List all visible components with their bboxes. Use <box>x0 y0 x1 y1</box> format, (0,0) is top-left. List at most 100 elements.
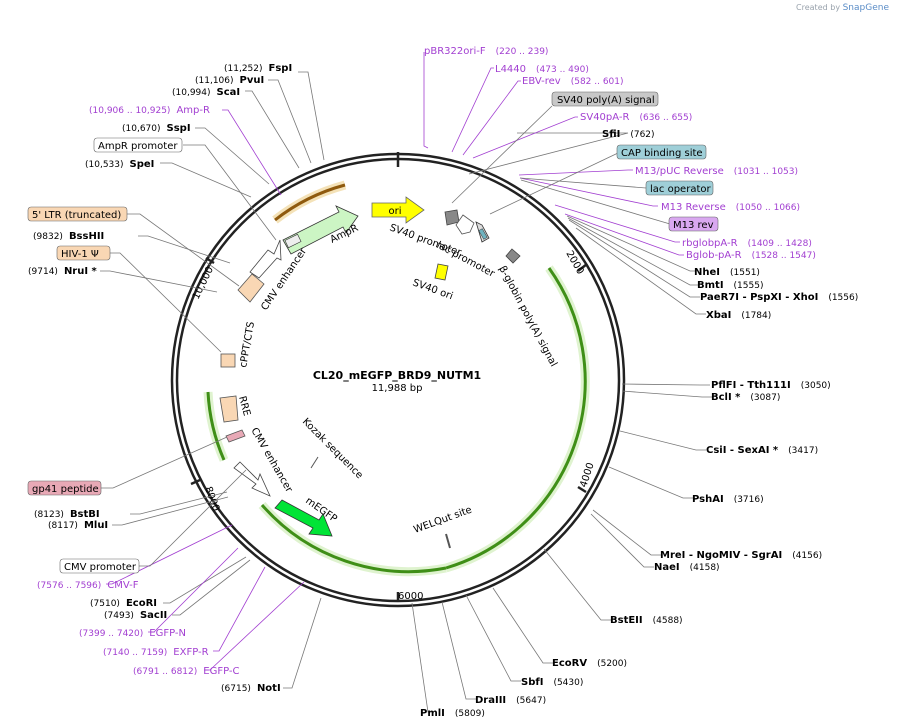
site-paer7i[interactable]: PaeR7I - PspXI - XhoI(1556) <box>700 292 858 303</box>
tick-label-6000: 6000 <box>398 591 423 602</box>
boxed-label-text: CMV promoter <box>64 562 137 573</box>
primer-egfp-n[interactable]: (7399 .. 7420)EGFP-N <box>79 628 186 639</box>
svg-text:(9832)BssHII: (9832)BssHII <box>33 231 104 242</box>
cmv-enhancer-top-arrow[interactable] <box>249 239 282 279</box>
svg-text:PflFI - Tth111I(3050): PflFI - Tth111I(3050) <box>711 380 831 391</box>
feature-5ltr[interactable] <box>237 273 265 303</box>
sv40-ori-box[interactable] <box>434 263 449 281</box>
primer-amp-r[interactable]: (10,906 .. 10,925)Amp-R <box>89 105 210 116</box>
megfp-arrow[interactable] <box>274 499 333 537</box>
feature-sv40-ori[interactable]: SV40 ori <box>411 263 454 302</box>
primer-l4440[interactable]: L4440(473 .. 490) <box>495 64 589 75</box>
boxed-label-gp41[interactable]: gp41 peptide <box>27 480 102 496</box>
boxed-label-cmv-promoter[interactable]: CMV promoter <box>59 558 140 574</box>
feature-rre[interactable]: RRE <box>219 395 252 423</box>
boxed-label-sv40-polya[interactable]: SV40 poly(A) signal <box>551 91 659 107</box>
svg-text:(7493)SacII: (7493)SacII <box>104 610 167 621</box>
site-mrei[interactable]: MreI - NgoMIV - SgrAI(4156) <box>660 550 822 561</box>
site-bcli[interactable]: BclI *(3087) <box>711 392 780 403</box>
site-scai[interactable]: (10,994)ScaI <box>172 87 240 98</box>
svg-text:(7510)EcoRI: (7510)EcoRI <box>90 598 157 609</box>
primer-pbr322ori-f[interactable]: pBR322ori-F(220 .. 239) <box>424 46 548 57</box>
feature-gp41[interactable] <box>225 429 246 443</box>
ori-label: ori <box>388 206 401 217</box>
primer-bglob-pa-r[interactable]: Bglob-pA-R(1528 .. 1547) <box>686 250 816 261</box>
site-draiii[interactable]: DraIII(5647) <box>475 695 546 706</box>
site-fspi[interactable]: (11,252)FspI <box>224 63 292 74</box>
feature-beta-globin[interactable]: β-globin poly(A) signal <box>496 248 559 369</box>
ampr-arrow[interactable] <box>282 205 359 255</box>
site-naei[interactable]: NaeI(4158) <box>654 562 720 573</box>
feature-cppt[interactable]: cPPT/CTS <box>220 321 257 369</box>
credit-prefix: Created by <box>796 3 841 12</box>
primer-ebv-rev[interactable]: EBV-rev(582 .. 601) <box>522 76 624 87</box>
sv40-ori-label: SV40 ori <box>411 277 454 302</box>
beta-globin-box[interactable] <box>505 248 521 264</box>
site-sspi[interactable]: (10,670)SspI <box>122 123 191 134</box>
svg-text:(7140 .. 7159)EXFP-R: (7140 .. 7159)EXFP-R <box>103 647 209 658</box>
site-pshai[interactable]: PshAI(3716) <box>692 494 764 505</box>
svg-text:PmlI(5809): PmlI(5809) <box>420 708 485 719</box>
site-mlui[interactable]: (8117)MluI <box>48 520 108 531</box>
snapgene-credit: Created by SnapGene <box>796 3 889 13</box>
site-pflfi[interactable]: PflFI - Tth111I(3050) <box>711 380 831 391</box>
cap-site-mark[interactable] <box>478 228 488 240</box>
ampr-promoter-mark[interactable] <box>284 233 302 249</box>
site-bsteii[interactable]: BstEII(4588) <box>610 615 683 626</box>
boxed-label-5ltr[interactable]: 5' LTR (truncated) <box>27 206 128 222</box>
cppt-box[interactable] <box>220 353 236 368</box>
site-ecorv[interactable]: EcoRV(5200) <box>552 658 627 669</box>
gp41-box[interactable] <box>225 429 246 443</box>
boxed-label-lac-operator[interactable]: lac operator <box>645 180 714 196</box>
cmv-enhancer-bottom-arrow[interactable] <box>233 461 271 497</box>
primer-sv40pa-r[interactable]: SV40pA-R(636 .. 655) <box>580 112 692 123</box>
primer-cmv-f[interactable]: (7576 .. 7596)CMV-F <box>37 580 139 591</box>
sv40-promoter-arrow[interactable] <box>455 214 475 235</box>
site-csii[interactable]: CsiI - SexAI *(3417) <box>706 445 818 456</box>
site-bsshii[interactable]: (9832)BssHII <box>33 231 104 242</box>
ori-arrow[interactable] <box>371 196 425 224</box>
rre-box[interactable] <box>219 395 239 423</box>
svg-text:Bglob-pA-R(1528 .. 1547): Bglob-pA-R(1528 .. 1547) <box>686 250 816 261</box>
site-spei[interactable]: (10,533)SpeI <box>85 159 154 170</box>
site-nrui[interactable]: (9714)NruI * <box>28 266 98 277</box>
feature-ori[interactable]: ori <box>371 196 425 224</box>
svg-text:SV40pA-R(636 .. 655): SV40pA-R(636 .. 655) <box>580 112 692 123</box>
primer-m13-puc-reverse[interactable]: M13/pUC Reverse(1031 .. 1053) <box>635 166 798 177</box>
boxed-label-cap-site[interactable]: CAP binding site <box>616 144 707 160</box>
boxed-label-text: 5' LTR (truncated) <box>32 210 121 221</box>
site-bmti[interactable]: BmtI(1555) <box>697 280 763 291</box>
site-ecori[interactable]: (7510)EcoRI <box>90 598 157 609</box>
site-pvui[interactable]: (11,106)PvuI <box>195 75 264 86</box>
site-sfii[interactable]: SfiI(762) <box>602 129 655 140</box>
plasmid-length: 11,988 bp <box>372 383 423 394</box>
site-bstbi[interactable]: (8123)BstBI <box>34 509 100 520</box>
svg-text:MreI - NgoMIV - SgrAI(4156): MreI - NgoMIV - SgrAI(4156) <box>660 550 822 561</box>
svg-text:EcoRV(5200): EcoRV(5200) <box>552 658 627 669</box>
svg-text:BstEII(4588): BstEII(4588) <box>610 615 683 626</box>
site-sbfi[interactable]: SbfI(5430) <box>521 677 583 688</box>
orf-arcs <box>203 180 590 577</box>
feature-cmv-enhancer-top[interactable]: CMV enhancer <box>249 239 310 313</box>
primer-rbglobpa-r[interactable]: rbglobpA-R(1409 .. 1428) <box>682 238 812 249</box>
tick-4000 <box>577 485 587 494</box>
ltr-box[interactable] <box>237 273 265 303</box>
svg-text:PaeR7I - PspXI - XhoI(1556): PaeR7I - PspXI - XhoI(1556) <box>700 292 858 303</box>
primer-egfp-c[interactable]: (6791 .. 6812)EGFP-C <box>133 666 240 677</box>
sv40-promoter-box[interactable] <box>444 209 460 226</box>
site-xbai[interactable]: XbaI(1784) <box>706 310 771 321</box>
boxed-label-ampr-promoter[interactable]: AmpR promoter <box>93 137 183 153</box>
site-noti[interactable]: (6715)NotI <box>221 683 281 694</box>
boxed-label-m13-rev[interactable]: M13 rev <box>668 216 719 232</box>
primer-m13-reverse[interactable]: M13 Reverse(1050 .. 1066) <box>661 202 800 213</box>
feature-ampr[interactable]: AmpR <box>282 205 360 255</box>
feature-welqut[interactable]: WELQut site <box>412 505 473 549</box>
boxed-label-hiv-psi[interactable]: HIV-1 Ψ <box>56 245 111 261</box>
primer-exfp-r[interactable]: (7140 .. 7159)EXFP-R <box>103 647 209 658</box>
site-nhei[interactable]: NheI(1551) <box>694 267 760 278</box>
site-pmli[interactable]: PmlI(5809) <box>420 708 485 719</box>
svg-text:XbaI(1784): XbaI(1784) <box>706 310 771 321</box>
feature-kozak[interactable]: Kozak sequence <box>300 416 365 481</box>
site-sacii[interactable]: (7493)SacII <box>104 610 167 621</box>
